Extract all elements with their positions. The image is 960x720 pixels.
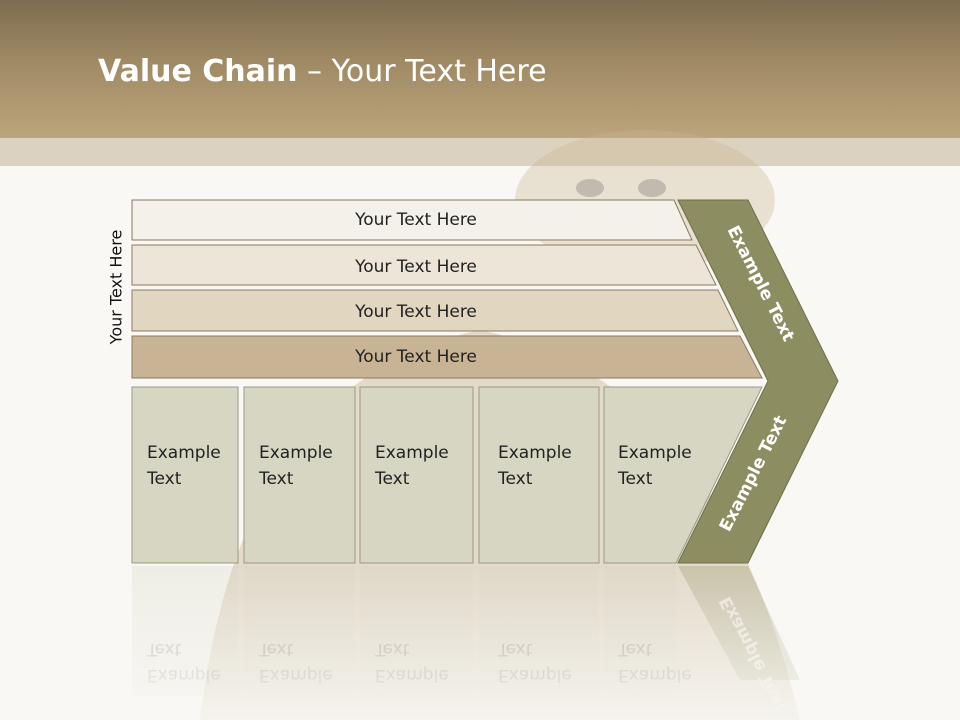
box-5-line2: Text xyxy=(617,469,653,489)
row-bar-3: Your Text Here xyxy=(131,289,739,332)
row-label-1: Your Text Here xyxy=(354,210,477,230)
box-3-line1: Example xyxy=(375,443,449,463)
box-5-line1: Example xyxy=(618,443,692,463)
reflection-fade xyxy=(0,566,960,720)
header-sub-band xyxy=(0,138,960,166)
box-1-line1: Example xyxy=(147,443,221,463)
box-4-line2: Text xyxy=(497,469,533,489)
row-label-2: Your Text Here xyxy=(354,257,477,277)
box-2-line2: Text xyxy=(258,469,294,489)
activity-box-5: Example Text xyxy=(603,386,763,564)
title-rest: – Your Text Here xyxy=(297,54,547,89)
page-title: Value Chain – Your Text Here xyxy=(98,54,547,89)
row-label-3: Your Text Here xyxy=(354,302,477,322)
box-1-line2: Text xyxy=(146,469,182,489)
header-band xyxy=(0,0,960,138)
activity-box-2: Example Text xyxy=(243,386,356,564)
activity-box-4: Example Text xyxy=(478,386,600,564)
activity-box-3: Example Text xyxy=(359,386,474,564)
row-label-4: Your Text Here xyxy=(354,347,477,367)
row-bar-1: Your Text Here xyxy=(131,199,693,241)
title-bold: Value Chain xyxy=(98,54,298,89)
box-4-line1: Example xyxy=(498,443,572,463)
row-bar-4: Your Text Here xyxy=(131,335,763,379)
box-2-line1: Example xyxy=(259,443,333,463)
row-bar-2: Your Text Here xyxy=(131,244,717,286)
box-3-line2: Text xyxy=(374,469,410,489)
activity-box-1: Example Text xyxy=(131,386,239,564)
